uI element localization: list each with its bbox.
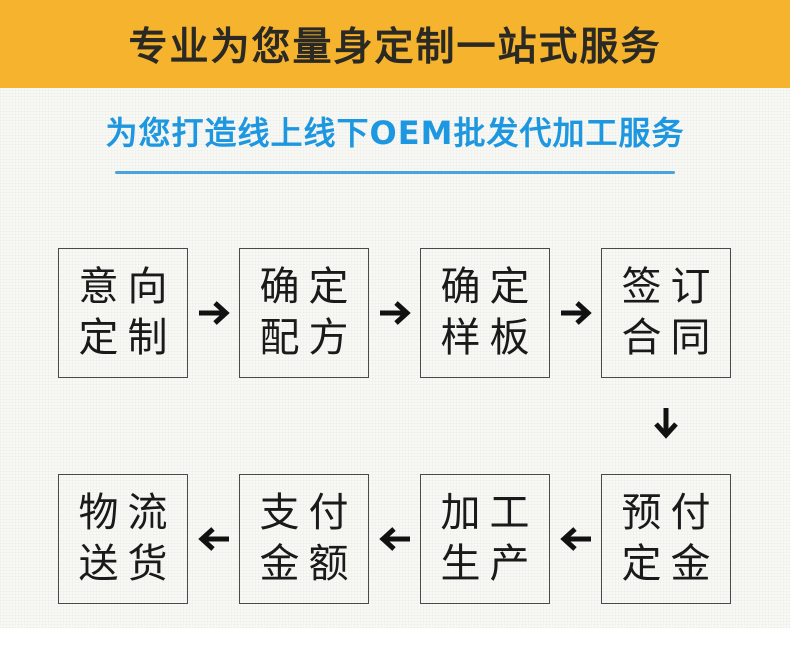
flow-step-intent-customization: 意向 定制 (58, 248, 188, 378)
flow-step-prepay-deposit: 预付 定金 (601, 474, 731, 604)
flow-step-confirm-formula: 确定 配方 (239, 248, 369, 378)
flow-step-line: 签订 (621, 264, 720, 310)
flow-step-line: 意向 (78, 264, 177, 310)
arrow-right-icon (560, 301, 592, 325)
arrow-left-icon (378, 527, 410, 551)
banner-title: 专业为您量身定制一站式服务 (128, 25, 662, 70)
flow-step-line: 物流 (78, 490, 177, 536)
arrow-left-icon (559, 527, 591, 551)
flow-step-line: 预付 (621, 490, 720, 536)
flow-step-line: 生产 (440, 541, 539, 587)
arrow-down-wrap (640, 405, 692, 441)
flow-step-line: 定制 (78, 315, 177, 361)
flow-step-line: 合同 (621, 315, 720, 361)
flow-step-line: 送货 (78, 541, 177, 587)
arrow-down-icon (654, 408, 678, 439)
arrow-right-icon (379, 301, 411, 325)
top-banner: 专业为您量身定制一站式服务 (0, 0, 790, 88)
flow-step-line: 定金 (621, 541, 720, 587)
subtitle-underline (115, 171, 675, 174)
flow-step-confirm-sample: 确定 样板 (420, 248, 550, 378)
arrow-right-icon (198, 301, 230, 325)
flow-step-line: 配方 (259, 315, 358, 361)
flow-step-pay-amount: 支付 金额 (239, 474, 369, 604)
flow-step-line: 确定 (440, 264, 539, 310)
flow-step-line: 支付 (259, 490, 358, 536)
flow-row-bottom: 物流 送货 支付 金额 加工 生产 预付 定金 (58, 474, 731, 604)
flow-step-line: 加工 (440, 490, 539, 536)
flow-step-line: 金额 (259, 541, 358, 587)
subtitle-text: 为您打造线上线下OEM批发代加工服务 (105, 114, 685, 152)
flow-step-line: 确定 (259, 264, 358, 310)
flow-row-top: 意向 定制 确定 配方 确定 样板 签订 合同 (58, 248, 731, 378)
speckled-background (0, 88, 790, 628)
flow-step-processing-production: 加工 生产 (420, 474, 550, 604)
flow-step-logistics-delivery: 物流 送货 (58, 474, 188, 604)
flow-step-line: 样板 (440, 315, 539, 361)
arrow-left-icon (197, 527, 229, 551)
bottom-white-strip (0, 628, 790, 648)
flow-step-sign-contract: 签订 合同 (601, 248, 731, 378)
